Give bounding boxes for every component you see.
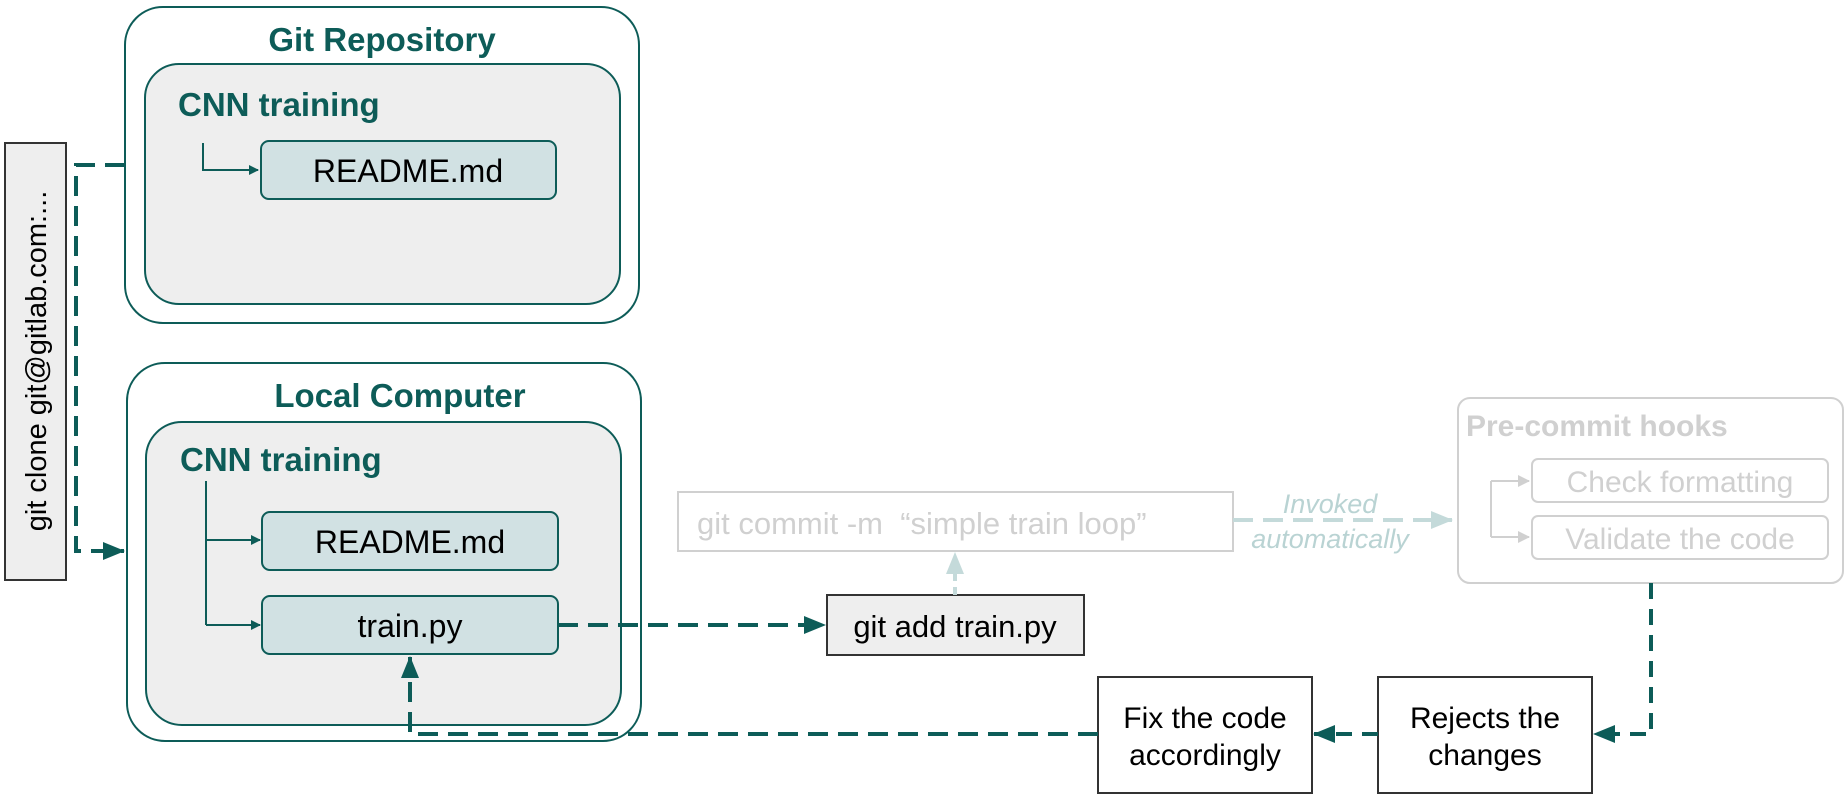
fix-box (1097, 676, 1313, 794)
rejects-box (1377, 676, 1593, 794)
fix-to-train-arrow (401, 656, 1098, 736)
git-add-box (826, 594, 1085, 656)
local-computer-file-train-label: train.py (358, 608, 463, 644)
local-computer-folder-name: CNN training (180, 441, 382, 478)
hooks-to-rejects-arrow (1593, 583, 1653, 743)
clone-arrow (74, 163, 125, 560)
fix-label-line2: accordingly (1129, 739, 1281, 772)
git-repository-title: Git Repository (268, 21, 496, 58)
git-repository-folder-name: CNN training (178, 86, 380, 123)
validate-code-label: Validate the code (1565, 523, 1795, 556)
local-computer-file-readme (261, 511, 559, 571)
clone-command-label: git clone git@gitlab.com:... (21, 191, 53, 532)
check-formatting-label: Check formatting (1567, 466, 1794, 499)
git-add-label: git add train.py (853, 609, 1057, 644)
check-formatting-box (1531, 458, 1829, 503)
git-commit-box (677, 491, 1234, 552)
git-commit-label: git commit -m “simple train loop” (697, 506, 1147, 541)
local-computer-title: Local Computer (274, 377, 525, 414)
invoked-label-line1: Invoked (1283, 489, 1379, 519)
rejects-label-line1: Rejects the (1410, 702, 1560, 735)
invoked-label-line2: automatically (1251, 524, 1410, 554)
fix-label-line1: Fix the code (1123, 702, 1286, 735)
git-repository-tree-connector (202, 143, 259, 175)
rejects-label-line2: changes (1428, 739, 1541, 772)
git-repository-file-readme (260, 140, 557, 200)
clone-command-box (4, 142, 67, 581)
validate-code-box (1531, 515, 1829, 560)
local-computer-file-readme-label: README.md (315, 524, 505, 560)
precommit-hooks-title: Pre-commit hooks (1466, 410, 1728, 443)
git-repository-file-readme-label: README.md (313, 153, 503, 189)
